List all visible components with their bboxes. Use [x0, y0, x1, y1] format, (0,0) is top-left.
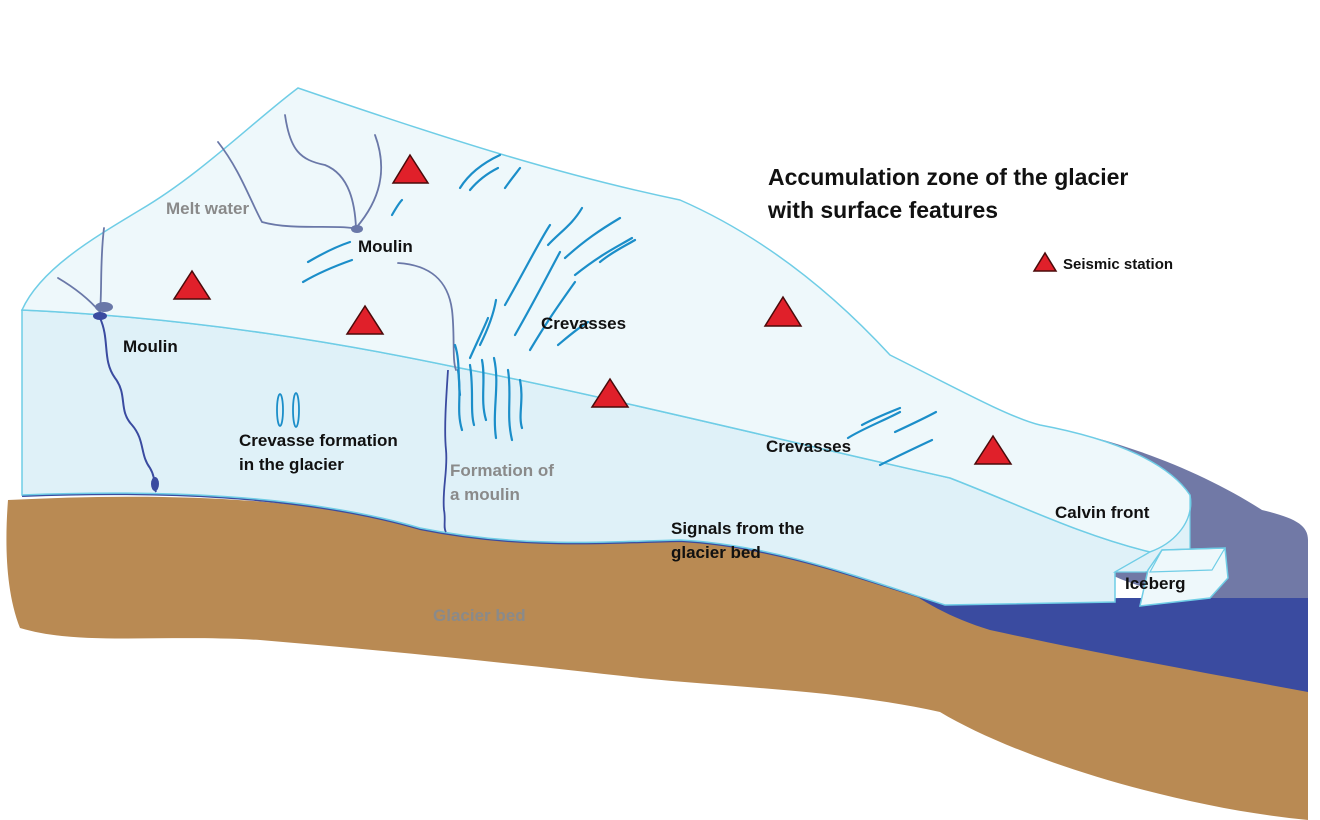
crevasse-formation-marks	[276, 392, 300, 428]
label-crevasses-lower: Crevasses	[766, 437, 851, 456]
glacier-top-surface	[20, 87, 1192, 553]
seismic-station-marker	[763, 295, 803, 327]
label-formation-moulin-2: a moulin	[450, 485, 520, 504]
label-signals-1: Signals from the	[671, 519, 804, 538]
seismic-stations	[172, 153, 1013, 465]
label-moulin-left: Moulin	[123, 337, 178, 356]
label-formation-moulin-1: Formation of	[450, 461, 554, 480]
label-moulin-top: Moulin	[358, 237, 413, 256]
moulin-shaft-left	[99, 317, 157, 493]
diagram-title-line1: Accumulation zone of the glacier	[768, 164, 1128, 190]
seismic-station-marker	[345, 304, 385, 335]
crevasses-side	[453, 343, 524, 442]
label-iceberg: Iceberg	[1125, 574, 1185, 593]
label-melt-water: Melt water	[166, 199, 250, 218]
iceberg-top-edge	[1148, 547, 1227, 573]
label-crevasse-formation-1: Crevasse formation	[239, 431, 398, 450]
seismic-station-marker	[391, 153, 430, 184]
label-crevasses-upper: Crevasses	[541, 314, 626, 333]
moulin-pool-left	[95, 302, 113, 312]
seismic-station-marker	[590, 377, 630, 408]
moulin-opening-top	[351, 225, 363, 233]
label-calvin-front: Calvin front	[1055, 503, 1150, 522]
seismic-station-marker	[973, 434, 1013, 465]
fjord-water	[900, 585, 1308, 692]
glacier-bed-rock	[6, 496, 1308, 820]
moulin-formation-shaft	[442, 369, 449, 533]
crevasses-upper	[301, 153, 637, 360]
label-glacier-bed: Glacier bed	[433, 606, 526, 625]
moulin-opening-left	[93, 312, 107, 320]
moulin-bottom-left	[151, 477, 159, 491]
seismic-station-marker	[172, 269, 212, 300]
label-crevasse-formation-2: in the glacier	[239, 455, 344, 474]
legend: Seismic station	[1032, 251, 1173, 273]
legend-seismic-station-icon	[1032, 251, 1058, 272]
diagram-title-line2: with surface features	[767, 197, 998, 223]
crevasses-lower	[846, 406, 938, 467]
label-signals-2: glacier bed	[671, 543, 761, 562]
legend-seismic-station-label: Seismic station	[1063, 256, 1173, 273]
